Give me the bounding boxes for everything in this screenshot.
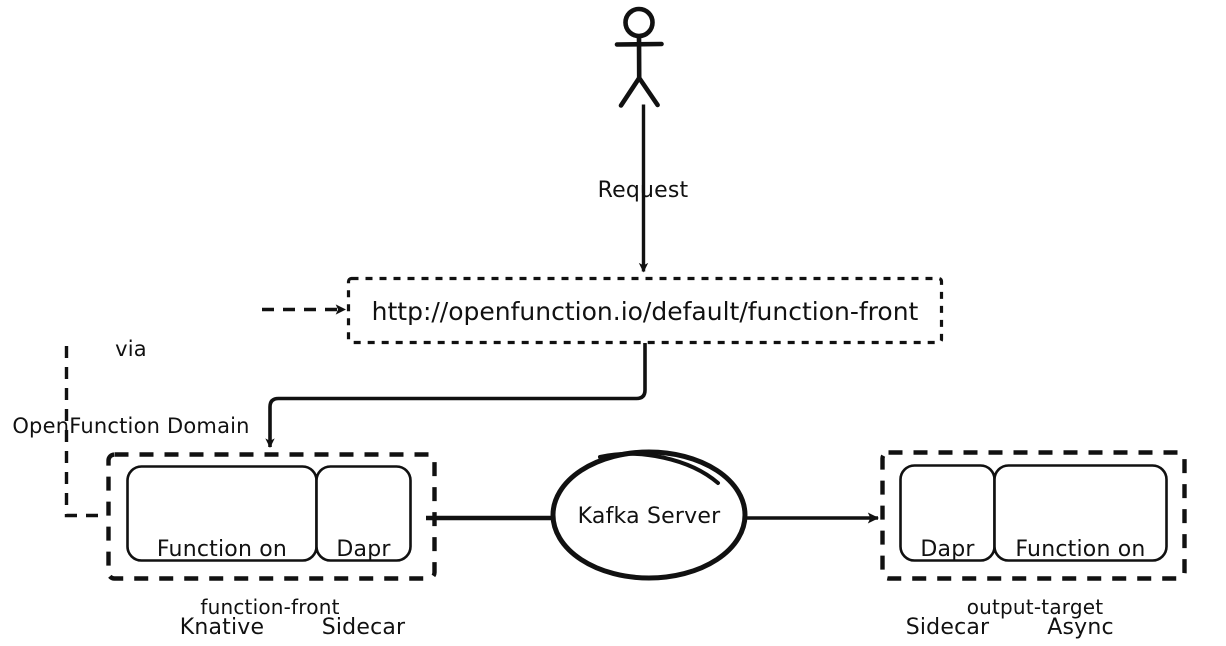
dapr-sidecar-left-line2: Sidecar [321,614,406,640]
broker-kafka-server-label: Kafka Server [577,504,721,529]
function-on-async-line2: Async [1047,614,1114,640]
function-on-knative-line1: Function on [156,536,288,562]
edge-label-request: Request [597,178,689,203]
container-dapr-sidecar-left-label: Dapr Sidecar [317,485,410,646]
pod-function-front-label: function-front [200,595,340,619]
function-on-knative-line2: Knative [179,614,265,640]
edge-url-to-function-front [265,343,647,449]
url-box-text: http://openfunction.io/default/function-… [371,297,919,326]
dapr-sidecar-right-line2: Sidecar [905,614,990,640]
pod-output-target-label: output-target [966,595,1104,619]
container-function-on-async-shape [993,464,1168,562]
broker-kafka-sketch-stroke [598,451,720,485]
via-label-line2: OpenFunction Domain [12,414,250,439]
edge-label-via-openfunction-domain: via OpenFunction Domain [0,286,262,491]
broker-kafka-server-shape [550,449,748,581]
container-dapr-sidecar-right-label: Dapr Sidecar [901,485,994,646]
url-box-shape [346,276,944,345]
dapr-sidecar-left-line1: Dapr [336,536,391,562]
container-function-on-async-label: Function on Async [995,485,1166,646]
via-label-line1: via [115,337,147,362]
user-actor-icon [614,6,664,108]
dapr-sidecar-right-line1: Dapr [920,536,975,562]
edge-via-domain-to-pod [64,346,106,518]
function-on-async-line1: Function on [1015,536,1146,562]
container-dapr-sidecar-left-shape [315,465,412,562]
container-function-on-knative-label: Function on Knative [128,485,316,646]
